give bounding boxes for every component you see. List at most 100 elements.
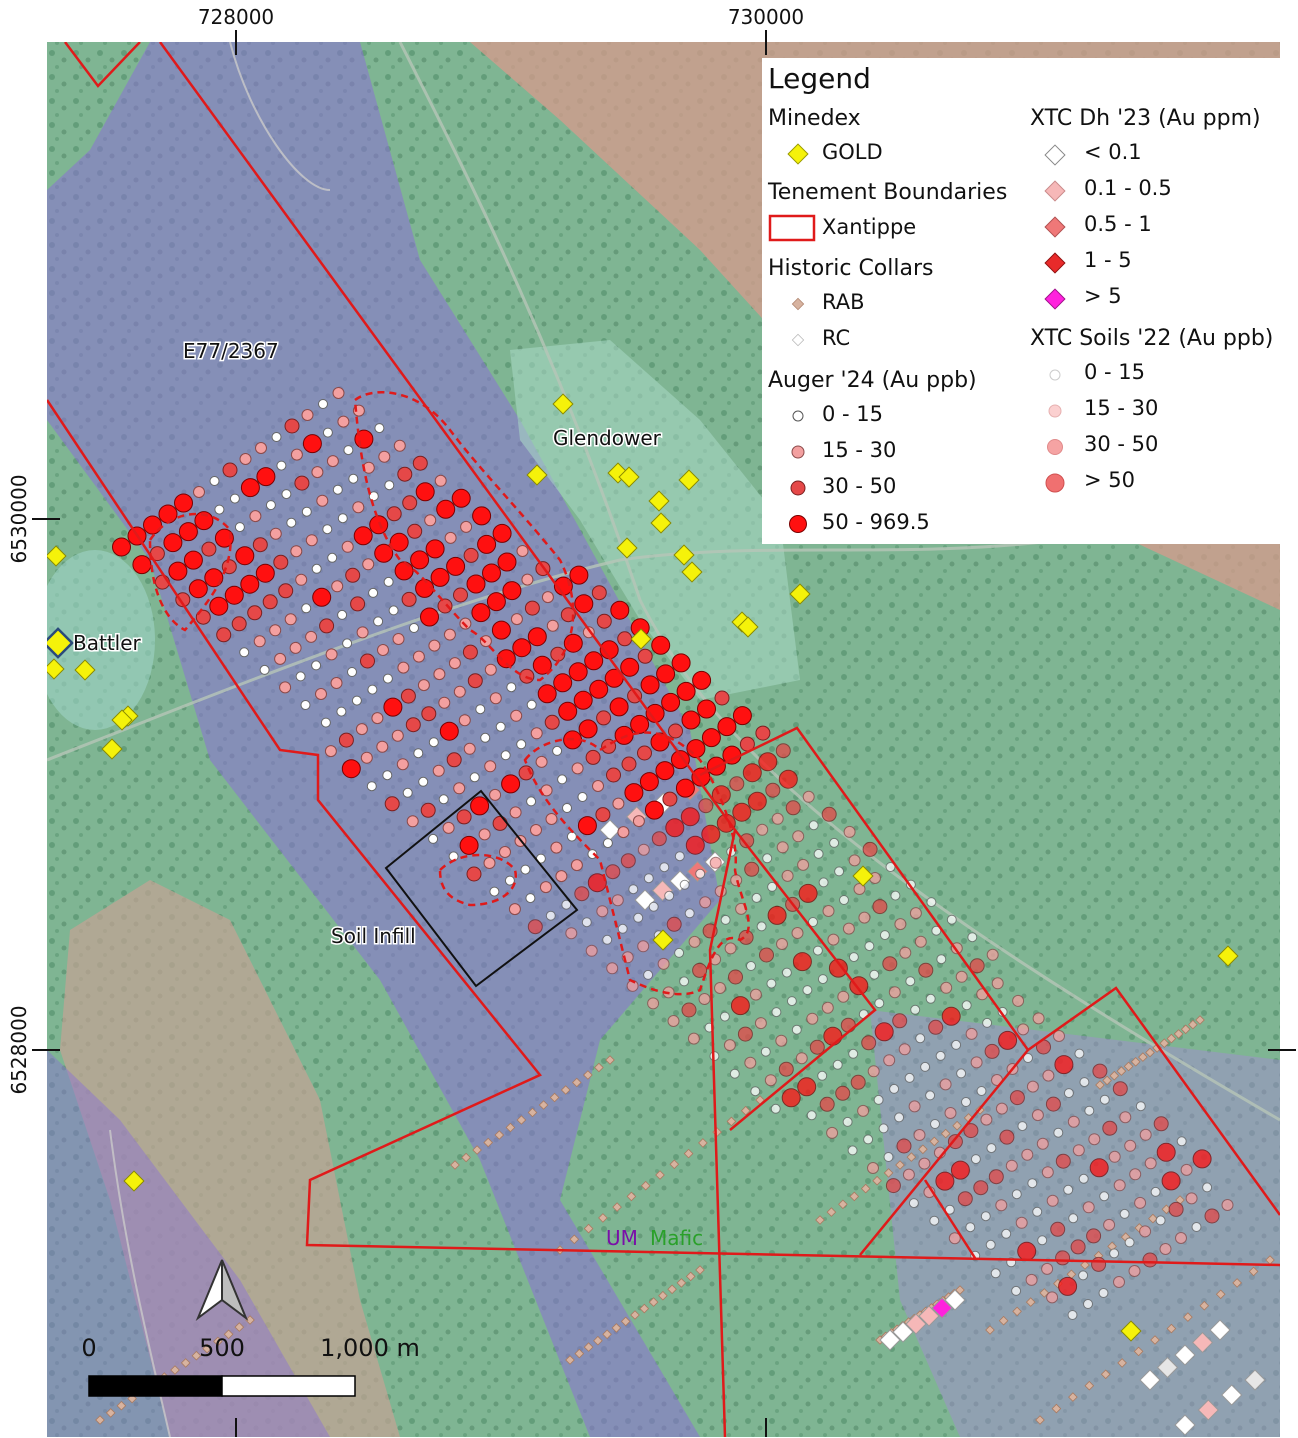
- legend-heading-auger: Auger '24 (Au ppb): [768, 368, 977, 393]
- auger-sample-point: [665, 818, 685, 838]
- auger-sample-point: [574, 886, 590, 902]
- historic-collar-point: [826, 1207, 837, 1217]
- auger-sample-point: [717, 717, 737, 737]
- auger-sample-point: [469, 772, 480, 783]
- auger-sample-point: [976, 1086, 987, 1096]
- auger-sample-point: [687, 1032, 700, 1045]
- auger-sample-point: [655, 761, 675, 781]
- auger-sample-point: [595, 807, 611, 823]
- battler-label: Battler: [73, 631, 142, 655]
- historic-collar-point: [1183, 1312, 1193, 1322]
- auger-sample-point: [732, 802, 752, 822]
- gold-occurrence-point[interactable]: [111, 709, 133, 731]
- auger-sample-point: [957, 1191, 973, 1207]
- axis-ticks: [32, 30, 1296, 1437]
- auger-sample-point: [342, 638, 353, 649]
- historic-collar-point: [472, 1145, 482, 1155]
- auger-sample-point: [755, 725, 771, 741]
- auger-sample-point: [305, 630, 318, 643]
- um-band-west: [47, 1050, 330, 1437]
- auger-sample-point: [754, 1017, 767, 1030]
- auger-sample-point: [1092, 1063, 1108, 1079]
- gold-occurrence-point[interactable]: [1217, 945, 1239, 967]
- auger-sample-point: [581, 917, 592, 928]
- auger-sample-point: [1070, 1239, 1086, 1255]
- auger-sample-point: [776, 841, 789, 854]
- auger-sample-point: [480, 732, 491, 743]
- auger-sample-point: [541, 591, 554, 604]
- auger-sample-point: [301, 506, 312, 517]
- historic-collar-point: [565, 1355, 575, 1365]
- auger-sample-point: [526, 699, 537, 710]
- auger-sample-point: [341, 759, 361, 779]
- auger-sample-point: [512, 638, 532, 658]
- auger-sample-point: [729, 1068, 740, 1079]
- auger-sample-point: [869, 969, 880, 980]
- auger-sample-point: [269, 527, 282, 540]
- auger-sample-point: [802, 790, 815, 803]
- auger-sample-point: [158, 504, 178, 524]
- gold-occurrence-point[interactable]: [681, 561, 703, 583]
- auger-sample-point: [904, 1072, 915, 1083]
- gold-occurrence-point[interactable]: [789, 583, 811, 605]
- auger-sample-point: [729, 776, 745, 792]
- gold-occurrence-point[interactable]: [1120, 1320, 1142, 1342]
- auger-sample-point: [1086, 1228, 1102, 1244]
- auger-sample-point: [684, 908, 695, 919]
- gold-occurrence-point[interactable]: [101, 738, 123, 760]
- gold-occurrence-point[interactable]: [46, 545, 67, 567]
- gold-occurrence-point[interactable]: [648, 490, 670, 512]
- gold-occurrence-point[interactable]: [652, 929, 674, 951]
- gold-occurrence-point[interactable]: [852, 865, 874, 887]
- legend-item-rc: RC: [822, 326, 851, 350]
- auger-sample-point: [222, 462, 238, 478]
- auger-sample-point: [383, 697, 403, 717]
- auger-sample-point: [337, 513, 348, 524]
- gold-occurrence-point[interactable]: [630, 628, 652, 650]
- historic-collar-point: [583, 1070, 593, 1080]
- legend-item-dh-1-5: 1 - 5: [1084, 248, 1132, 272]
- auger-sample-point: [384, 480, 395, 491]
- auger-sample-point: [174, 493, 193, 513]
- north-arrow-icon: [195, 1259, 249, 1321]
- historic-collar-point: [1066, 1269, 1077, 1280]
- auger-sample-point: [792, 952, 812, 972]
- gold-occurrence-point[interactable]: [673, 544, 695, 566]
- auger-sample-point: [792, 830, 805, 843]
- drillhole-point: [905, 1313, 927, 1335]
- auger-sample-point: [284, 418, 300, 434]
- battler-marker[interactable]: [44, 627, 74, 659]
- auger-sample-point: [739, 833, 755, 849]
- glendower-label: Glendower: [553, 426, 662, 450]
- auger-sample-point: [1144, 1157, 1157, 1170]
- auger-sample-point: [420, 802, 436, 818]
- circle-bright-red-icon: [789, 515, 807, 533]
- gold-occurrence-point[interactable]: [552, 393, 574, 415]
- gold-occurrence-point[interactable]: [123, 1170, 145, 1192]
- auger-sample-point: [925, 993, 936, 1004]
- gold-occurrence-point[interactable]: [526, 464, 548, 486]
- auger-sample-point: [746, 961, 756, 971]
- auger-sample-point: [680, 807, 700, 827]
- gold-occurrence-point[interactable]: [618, 466, 640, 488]
- historic-collar-point: [952, 1120, 962, 1131]
- gold-occurrence-point[interactable]: [44, 658, 65, 680]
- auger-sample-point: [834, 866, 845, 877]
- historic-collar-point: [569, 1234, 580, 1245]
- auger-sample-point: [444, 531, 457, 544]
- gold-occurrence-point[interactable]: [737, 616, 759, 638]
- auger-sample-point: [628, 884, 639, 895]
- auger-sample-point: [944, 1107, 957, 1119]
- historic-collar-point: [538, 1100, 549, 1110]
- gold-occurrence-point[interactable]: [74, 659, 96, 681]
- historic-collar-point: [667, 1284, 677, 1295]
- auger-sample-point: [424, 514, 437, 527]
- auger-sample-point: [412, 650, 425, 663]
- gold-occurrence-point[interactable]: [678, 469, 700, 491]
- auger-sample-point: [570, 859, 583, 872]
- drillhole-point: [1197, 1399, 1219, 1421]
- auger-sample-point: [899, 946, 912, 959]
- small-diamond-tan-icon: [791, 297, 805, 311]
- gold-occurrence-point[interactable]: [650, 512, 672, 534]
- gold-occurrence-point[interactable]: [616, 537, 638, 559]
